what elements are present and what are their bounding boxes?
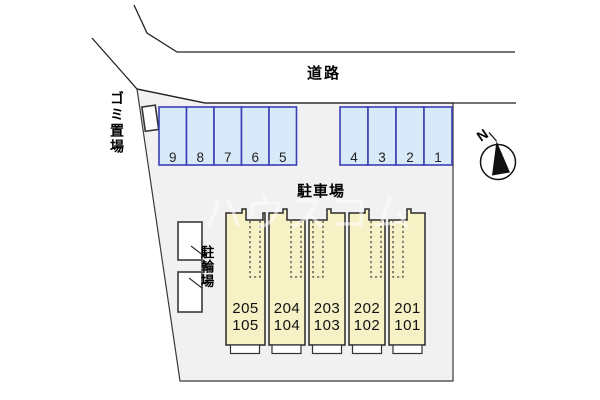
entry-path-201 bbox=[392, 221, 404, 278]
stall-number: 3 bbox=[378, 150, 386, 165]
parking-stall-8 bbox=[185, 106, 215, 166]
unit-label-lower: 105 bbox=[232, 317, 259, 334]
unit-label-upper: 201 bbox=[394, 300, 421, 317]
compass-needle-tail bbox=[488, 132, 497, 142]
bicycle-parking-label: 駐輪場 bbox=[198, 245, 214, 289]
porch-205 bbox=[229, 344, 261, 355]
road-lower-edge-line bbox=[91, 37, 516, 104]
parking-stall-5 bbox=[268, 106, 298, 166]
unit-label-lower: 102 bbox=[354, 317, 381, 334]
parking-stall-1 bbox=[423, 106, 453, 166]
parking-stall-7 bbox=[213, 106, 243, 166]
stall-number: 9 bbox=[169, 150, 177, 165]
bicycle-rack-1 bbox=[177, 221, 203, 261]
bicycle-rack-2 bbox=[177, 271, 203, 313]
leader-line bbox=[190, 245, 205, 257]
unit-label-lower: 103 bbox=[314, 317, 341, 334]
entry-paths bbox=[249, 221, 404, 278]
porch-202 bbox=[351, 344, 383, 355]
stall-number: 5 bbox=[279, 150, 287, 165]
porch-203 bbox=[311, 344, 343, 355]
unit-numbers: 205 105 204 104 203 103 202 102 201 101 bbox=[232, 300, 421, 334]
building: 205 105 204 104 203 103 202 102 201 101 bbox=[225, 208, 426, 355]
parking-lot-label: 駐車場 bbox=[297, 183, 346, 200]
unit-label-upper: 205 bbox=[232, 300, 259, 317]
stall-number: 7 bbox=[224, 150, 232, 165]
entry-path-204 bbox=[290, 221, 302, 278]
leader-line bbox=[188, 277, 203, 289]
entry-path-203 bbox=[312, 221, 324, 278]
unit-label-lower: 101 bbox=[394, 317, 421, 334]
garbage-area-label: ゴミ置場 bbox=[109, 91, 125, 155]
porches bbox=[229, 344, 423, 355]
bicycle-parking-area bbox=[177, 221, 205, 313]
entry-path-205 bbox=[249, 221, 261, 278]
unit-label-lower: 104 bbox=[274, 317, 301, 334]
unit-label-upper: 204 bbox=[274, 300, 301, 317]
compass: N bbox=[474, 126, 517, 181]
parking-stall-6 bbox=[240, 106, 270, 166]
unit-label-upper: 203 bbox=[314, 300, 341, 317]
stall-number: 4 bbox=[350, 150, 358, 165]
road-label: 道路 bbox=[307, 65, 342, 82]
porch-204 bbox=[271, 344, 302, 355]
compass-north-label: N bbox=[474, 126, 491, 145]
road-upper-edge-line bbox=[133, 4, 515, 53]
compass-needle-icon bbox=[492, 141, 510, 176]
parking-stall-group-left: 9 8 7 6 5 bbox=[158, 106, 298, 166]
porch-201 bbox=[392, 344, 423, 355]
unit-label-upper: 202 bbox=[354, 300, 381, 317]
garbage-box bbox=[140, 104, 160, 133]
entry-path-202 bbox=[370, 221, 382, 278]
parking-stall-4 bbox=[339, 106, 369, 166]
parking-stall-group-right: 4 3 2 1 bbox=[339, 106, 453, 166]
stall-number: 1 bbox=[434, 150, 442, 165]
stall-number: 6 bbox=[251, 150, 259, 165]
stall-number: 2 bbox=[406, 150, 414, 165]
stall-number: 8 bbox=[196, 150, 204, 165]
